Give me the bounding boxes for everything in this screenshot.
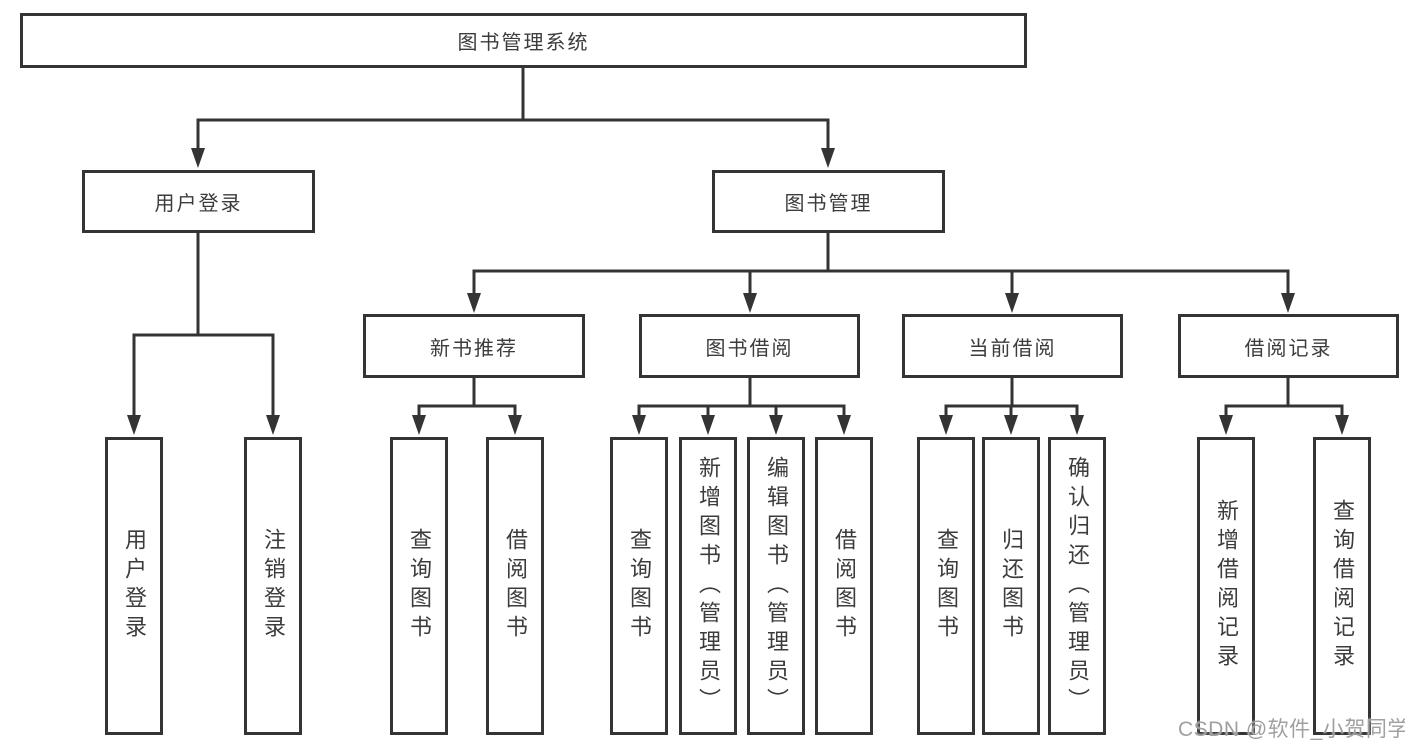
leaf-confirm-return-admin: 确认归还（管理员）	[1048, 437, 1106, 735]
node-label: 用户登录	[154, 193, 243, 215]
node-borrowing-records: 借阅记录	[1178, 314, 1399, 378]
node-label: 查询图书	[407, 528, 432, 644]
node-book-borrowing: 图书借阅	[639, 314, 860, 378]
node-label: 借阅记录	[1244, 337, 1333, 360]
node-label: 借阅图书	[832, 528, 857, 644]
leaf-user-login: 用户登录	[105, 437, 163, 735]
node-label: 新增借阅记录	[1214, 499, 1239, 673]
leaf-add-borrow-record: 新增借阅记录	[1197, 437, 1255, 735]
node-label: 图书管理	[784, 193, 873, 215]
leaf-add-books-admin: 新增图书（管理员）	[679, 437, 737, 735]
leaf-borrow-books: 借阅图书	[486, 437, 544, 735]
node-label: 编辑图书（管理员）	[764, 455, 789, 717]
node-user-login: 用户登录	[82, 170, 315, 233]
leaf-query-borrow-record: 查询借阅记录	[1313, 437, 1371, 735]
leaf-edit-books-admin: 编辑图书（管理员）	[747, 437, 805, 735]
node-label: 借阅图书	[503, 528, 528, 644]
node-label: 用户登录	[122, 528, 147, 644]
leaf-query-books: 查询图书	[610, 437, 668, 735]
node-label: 当前借阅	[968, 337, 1057, 360]
node-label: 查询图书	[627, 528, 652, 644]
node-label: 查询图书	[934, 528, 959, 644]
leaf-borrow-books: 借阅图书	[815, 437, 873, 735]
node-new-book-recommendation: 新书推荐	[363, 314, 585, 378]
node-label: 新增图书（管理员）	[696, 455, 721, 717]
node-root-library-management-system: 图书管理系统	[20, 13, 1027, 68]
node-label: 确认归还（管理员）	[1065, 455, 1090, 717]
node-label: 图书管理系统	[457, 32, 590, 54]
leaf-query-books: 查询图书	[390, 437, 448, 735]
node-label: 归还图书	[999, 528, 1024, 644]
node-book-management: 图书管理	[712, 170, 945, 233]
leaf-return-books: 归还图书	[982, 437, 1040, 735]
node-current-borrowing: 当前借阅	[902, 314, 1123, 378]
leaf-query-books: 查询图书	[917, 437, 975, 735]
node-label: 注销登录	[261, 528, 286, 644]
node-label: 查询借阅记录	[1330, 499, 1355, 673]
node-label: 图书借阅	[705, 337, 794, 360]
csdn-watermark: CSDN @软件_小贺同学	[1178, 718, 1405, 741]
node-label: 新书推荐	[430, 337, 518, 360]
leaf-logout: 注销登录	[244, 437, 302, 735]
